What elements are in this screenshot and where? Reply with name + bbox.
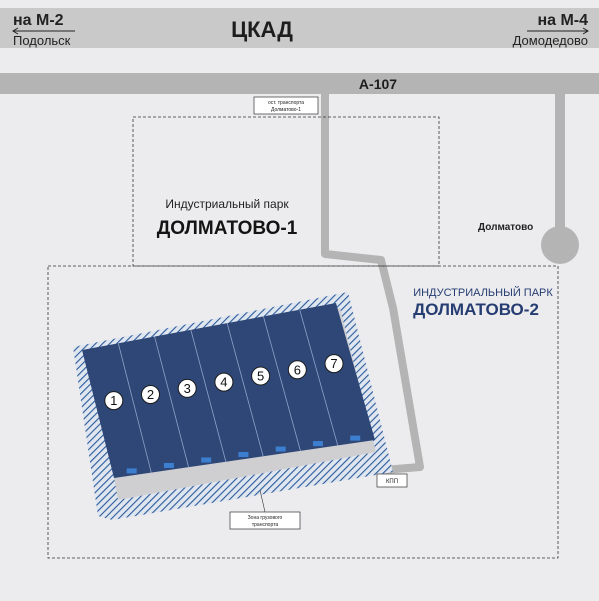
left-route-label: на М-2 — [13, 12, 64, 29]
loading-dock-6 — [312, 441, 323, 447]
park2-boundary — [47, 265, 559, 559]
building-divider — [263, 316, 301, 451]
access-road — [321, 93, 424, 474]
building-divider — [190, 329, 227, 462]
ckad-road — [0, 8, 599, 48]
loading-dock-1 — [126, 468, 137, 474]
park2-subtitle: ИНДУСТРИАЛЬНЫЙ ПАРК — [413, 286, 553, 299]
village-road — [555, 93, 565, 243]
building-number-5: 5 — [257, 368, 264, 383]
loading-dock-7 — [350, 435, 361, 441]
building-divider — [226, 323, 264, 457]
left-city-label: Подольск — [13, 33, 71, 48]
park1-subtitle: Индустриальный парк — [165, 197, 289, 211]
building-marker-1 — [104, 391, 124, 411]
building-number-6: 6 — [294, 362, 301, 377]
building-divider — [154, 336, 189, 468]
building-number-4: 4 — [220, 375, 227, 390]
cargo-zone-sign — [229, 511, 301, 530]
cargo-zone-line2: транспорта — [252, 522, 279, 528]
checkpoint-label: КПП — [386, 479, 398, 485]
building-marker-5 — [251, 366, 271, 386]
bus-stop-line2: Долматово-1 — [271, 107, 301, 113]
building-marker-7 — [324, 354, 344, 374]
village-label: Долматово — [478, 222, 533, 233]
warehouse-block — [82, 303, 375, 478]
park1-title: ДОЛМАТОВО-1 — [157, 218, 298, 239]
building-number-3: 3 — [184, 381, 191, 396]
loading-dock-2 — [163, 462, 174, 468]
park1-boundary — [132, 116, 440, 267]
building-dividers — [117, 309, 339, 473]
building-divider — [117, 343, 152, 473]
loading-dock-4 — [238, 452, 249, 458]
building-marker-3 — [177, 378, 197, 398]
building-marker-4 — [214, 372, 234, 392]
park2-title: ДОЛМАТОВО-2 — [413, 300, 539, 319]
bus-stop-line1: ост. транспорта — [268, 100, 304, 106]
building-numbers: 1 2 3 4 5 6 7 — [104, 354, 361, 474]
loading-dock-3 — [201, 457, 212, 463]
right-city-label: Домодедово — [513, 33, 588, 48]
cargo-zone-line1: Зона грузового — [248, 515, 283, 521]
building-number-7: 7 — [330, 356, 337, 371]
building-divider — [299, 309, 339, 446]
building-marker-6 — [287, 360, 307, 380]
building-number-2: 2 — [147, 387, 154, 402]
a107-label: А-107 — [359, 76, 397, 92]
ckad-label: ЦКАД — [231, 17, 293, 42]
bus-stop-sign — [253, 96, 319, 115]
a107-road — [0, 73, 599, 94]
checkpoint-sign — [376, 473, 408, 488]
building-marker-2 — [140, 384, 160, 404]
building-number-1: 1 — [110, 393, 117, 408]
loading-dock-5 — [275, 446, 286, 452]
village-marker-icon — [541, 226, 579, 264]
right-route-label: на М-4 — [537, 12, 588, 29]
